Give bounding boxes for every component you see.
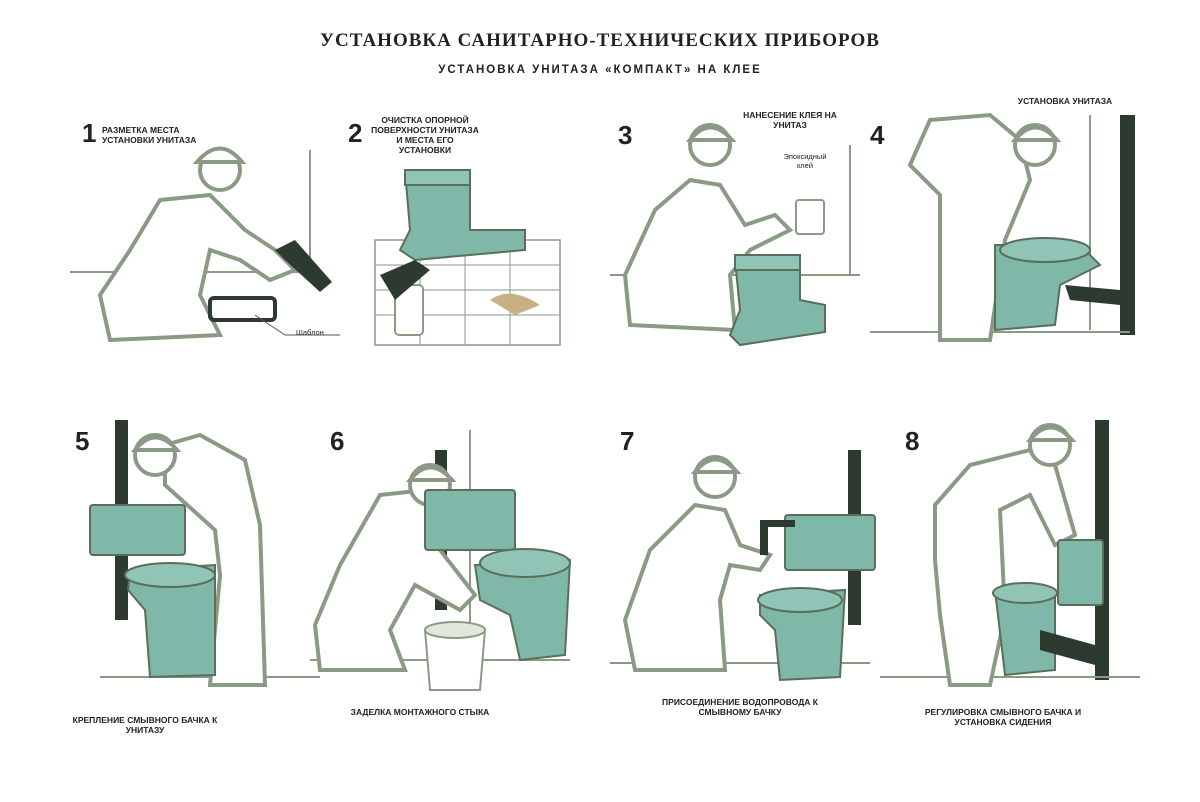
step-1-number: 1: [82, 118, 97, 148]
step-4-number: 4: [870, 120, 885, 150]
step-1-panel: 1 РАЗМЕТКА МЕСТА УСТАНОВКИ УНИТАЗА Шабло…: [70, 100, 340, 360]
step-4-panel: 4 УСТАНОВКА УНИТАЗА: [870, 96, 1140, 360]
step-3-caption: НАНЕСЕНИЕ КЛЕЯ НА УНИТАЗ: [743, 110, 837, 130]
step-1-callout: Шаблон: [296, 328, 324, 337]
step-5-panel: 5: [70, 415, 340, 687]
step-3-number: 3: [618, 120, 633, 150]
step-5-caption: КРЕПЛЕНИЕ СМЫВНОГО БАЧКА К УНИТАЗУ: [72, 715, 218, 735]
step-3-panel: 3 НАНЕСЕНИЕ КЛЕЯ НА УНИТАЗ Эпоксидный кл…: [610, 100, 880, 360]
step-4-caption: УСТАНОВКА УНИТАЗА: [1017, 96, 1113, 106]
step-5-illustration: [89, 420, 320, 687]
step-6-caption: ЗАДЕЛКА МОНТАЖНОГО СТЫКА: [350, 707, 490, 717]
step-8-panel: 8: [880, 415, 1150, 687]
step-5-number: 5: [75, 426, 90, 456]
step-1-illustration: [70, 146, 340, 343]
step-8-caption: РЕГУЛИРОВКА СМЫВНОГО БАЧКА И УСТАНОВКА С…: [924, 707, 1082, 727]
step-7-number: 7: [620, 426, 635, 456]
step-6-panel: 6: [310, 415, 580, 691]
step-7-illustration: [610, 450, 876, 682]
page-title: УСТАНОВКА САНИТАРНО-ТЕХНИЧЕСКИХ ПРИБОРОВ: [320, 30, 880, 51]
step-3-illustration: [610, 123, 860, 347]
step-8-number: 8: [905, 426, 920, 456]
step-2-caption: ОЧИСТКА ОПОРНОЙ ПОВЕРХНОСТИ УНИТАЗА И МЕ…: [371, 115, 479, 155]
step-2-number: 2: [348, 118, 363, 148]
page-subtitle: УСТАНОВКА УНИТАЗА «КОМПАКТ» НА КЛЕЕ: [438, 64, 762, 76]
step-8-illustration: [880, 420, 1140, 687]
step-3-callout: Эпоксидный клей: [783, 152, 827, 170]
step-6-illustration: [310, 430, 572, 691]
step-7-panel: 7: [610, 415, 880, 682]
step-6-number: 6: [330, 426, 345, 456]
step-7-caption: ПРИСОЕДИНЕНИЕ ВОДОПРОВОДА К СМЫВНОМУ БАЧ…: [662, 697, 818, 717]
step-4-illustration: [870, 112, 1135, 342]
step-2-illustration: [374, 169, 561, 346]
step-2-panel: 2 ОЧИСТКА ОПОРНОЙ ПОВЕРХНОСТИ УНИТАЗА И …: [340, 100, 610, 360]
step-1-caption: РАЗМЕТКА МЕСТА УСТАНОВКИ УНИТАЗА: [102, 125, 197, 145]
